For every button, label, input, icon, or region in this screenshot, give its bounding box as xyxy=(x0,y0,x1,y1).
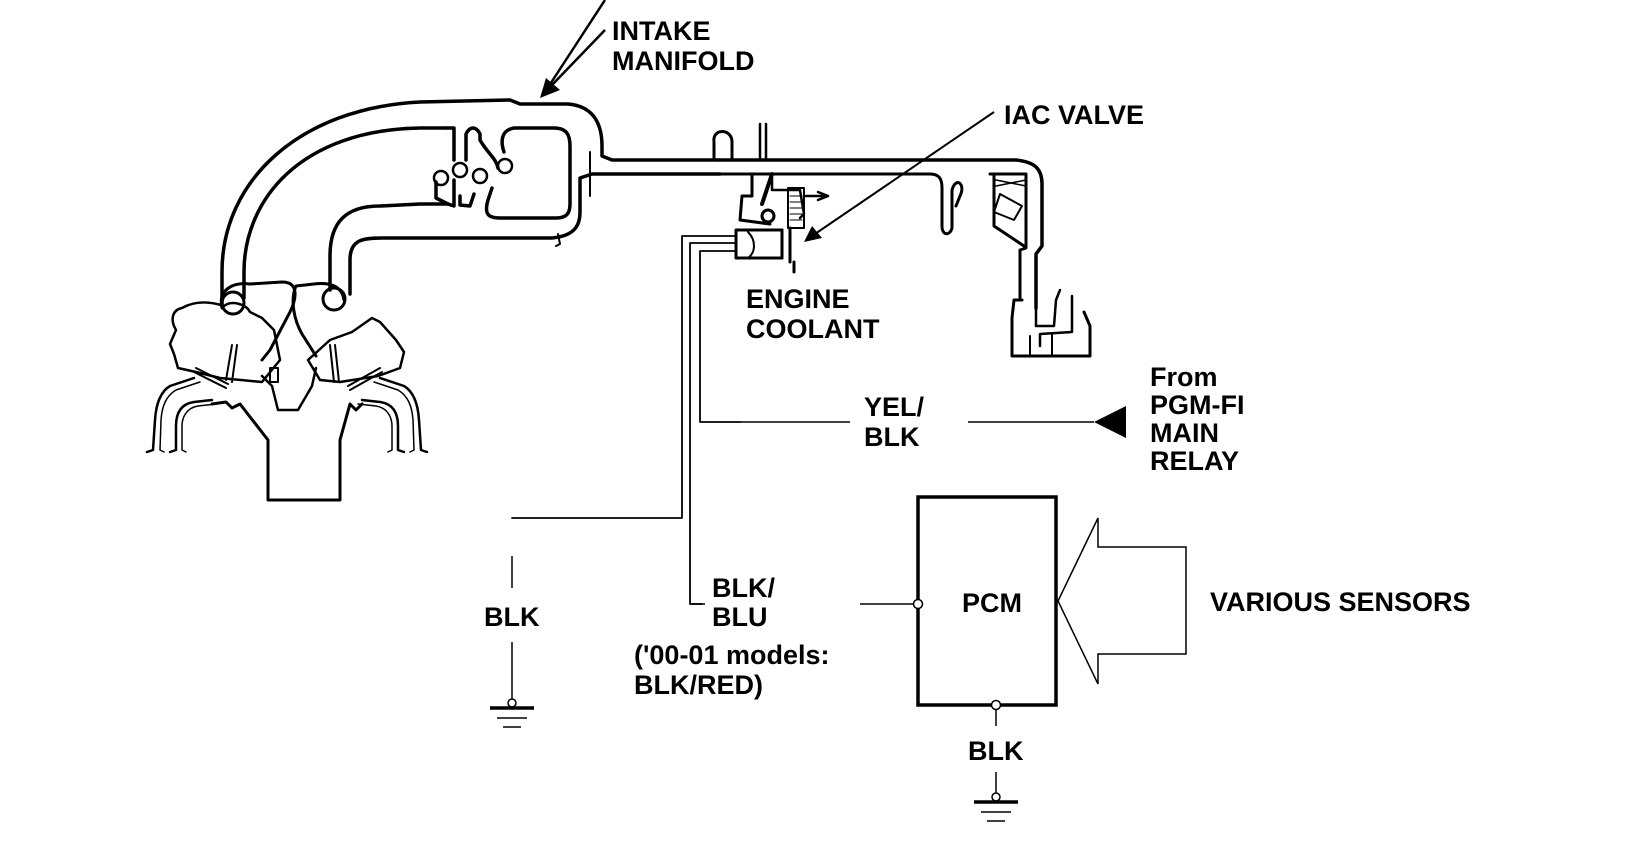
pcm-input-terminal xyxy=(912,598,924,610)
intake-manifold-illustration xyxy=(220,98,722,308)
relay-input-arrow-icon xyxy=(1094,406,1126,438)
intake-manifold-label-line-1: INTAKE xyxy=(612,16,711,46)
yel-blk-label-line-1: YEL/ xyxy=(864,392,925,422)
air-intake-duct-illustration xyxy=(718,158,1092,358)
from-pgm-fi-main-relay-label: From PGM-FI MAIN RELAY xyxy=(1150,362,1252,476)
ground-symbol-pcm-icon xyxy=(974,792,1018,822)
intake-manifold-label: INTAKE MANIFOLD xyxy=(612,16,754,76)
various-sensors-label: VARIOUS SENSORS xyxy=(1210,587,1471,617)
relay-label-line-1: From xyxy=(1150,362,1218,392)
relay-label-line-4: RELAY xyxy=(1150,446,1239,476)
iac-connector-wires xyxy=(511,235,741,605)
relay-label-line-3: MAIN xyxy=(1150,418,1219,448)
ground-symbol-left-icon xyxy=(490,698,534,728)
yel-blk-label-line-2: BLK xyxy=(864,422,920,452)
engine-cylinder-head-illustration xyxy=(145,280,429,502)
model-year-note-label: ('00-01 models: BLK/RED) xyxy=(634,640,837,700)
engine-coolant-label: ENGINE COOLANT xyxy=(746,284,880,344)
iac-valve-label: IAC VALVE xyxy=(1004,100,1144,130)
blk-ground-pcm-label: BLK xyxy=(968,736,1024,766)
intake-manifold-leader-arrow xyxy=(540,0,607,98)
engine-coolant-label-line-1: ENGINE xyxy=(746,284,850,314)
blk-blu-label-line-2: BLU xyxy=(712,602,768,632)
iac-valve-illustration xyxy=(712,122,830,274)
various-sensors-input-arrow-icon xyxy=(1057,517,1187,685)
blk-blu-wire-label: BLK/ BLU xyxy=(712,573,783,632)
yel-blk-wire-label: YEL/ BLK xyxy=(864,392,932,452)
pcm-ground-terminal xyxy=(990,699,1002,711)
relay-label-line-2: PGM-FI xyxy=(1150,390,1245,420)
blk-ground-left-label: BLK xyxy=(484,602,540,632)
pcm-label: PCM xyxy=(962,588,1022,618)
engine-coolant-label-line-2: COOLANT xyxy=(746,314,880,344)
iac-valve-leader-arrow xyxy=(804,111,995,242)
model-note-line-1: ('00-01 models: xyxy=(634,640,830,670)
model-note-line-2: BLK/RED) xyxy=(634,670,763,700)
blk-blu-label-line-1: BLK/ xyxy=(712,573,775,603)
intake-manifold-label-line-2: MANIFOLD xyxy=(612,46,754,76)
